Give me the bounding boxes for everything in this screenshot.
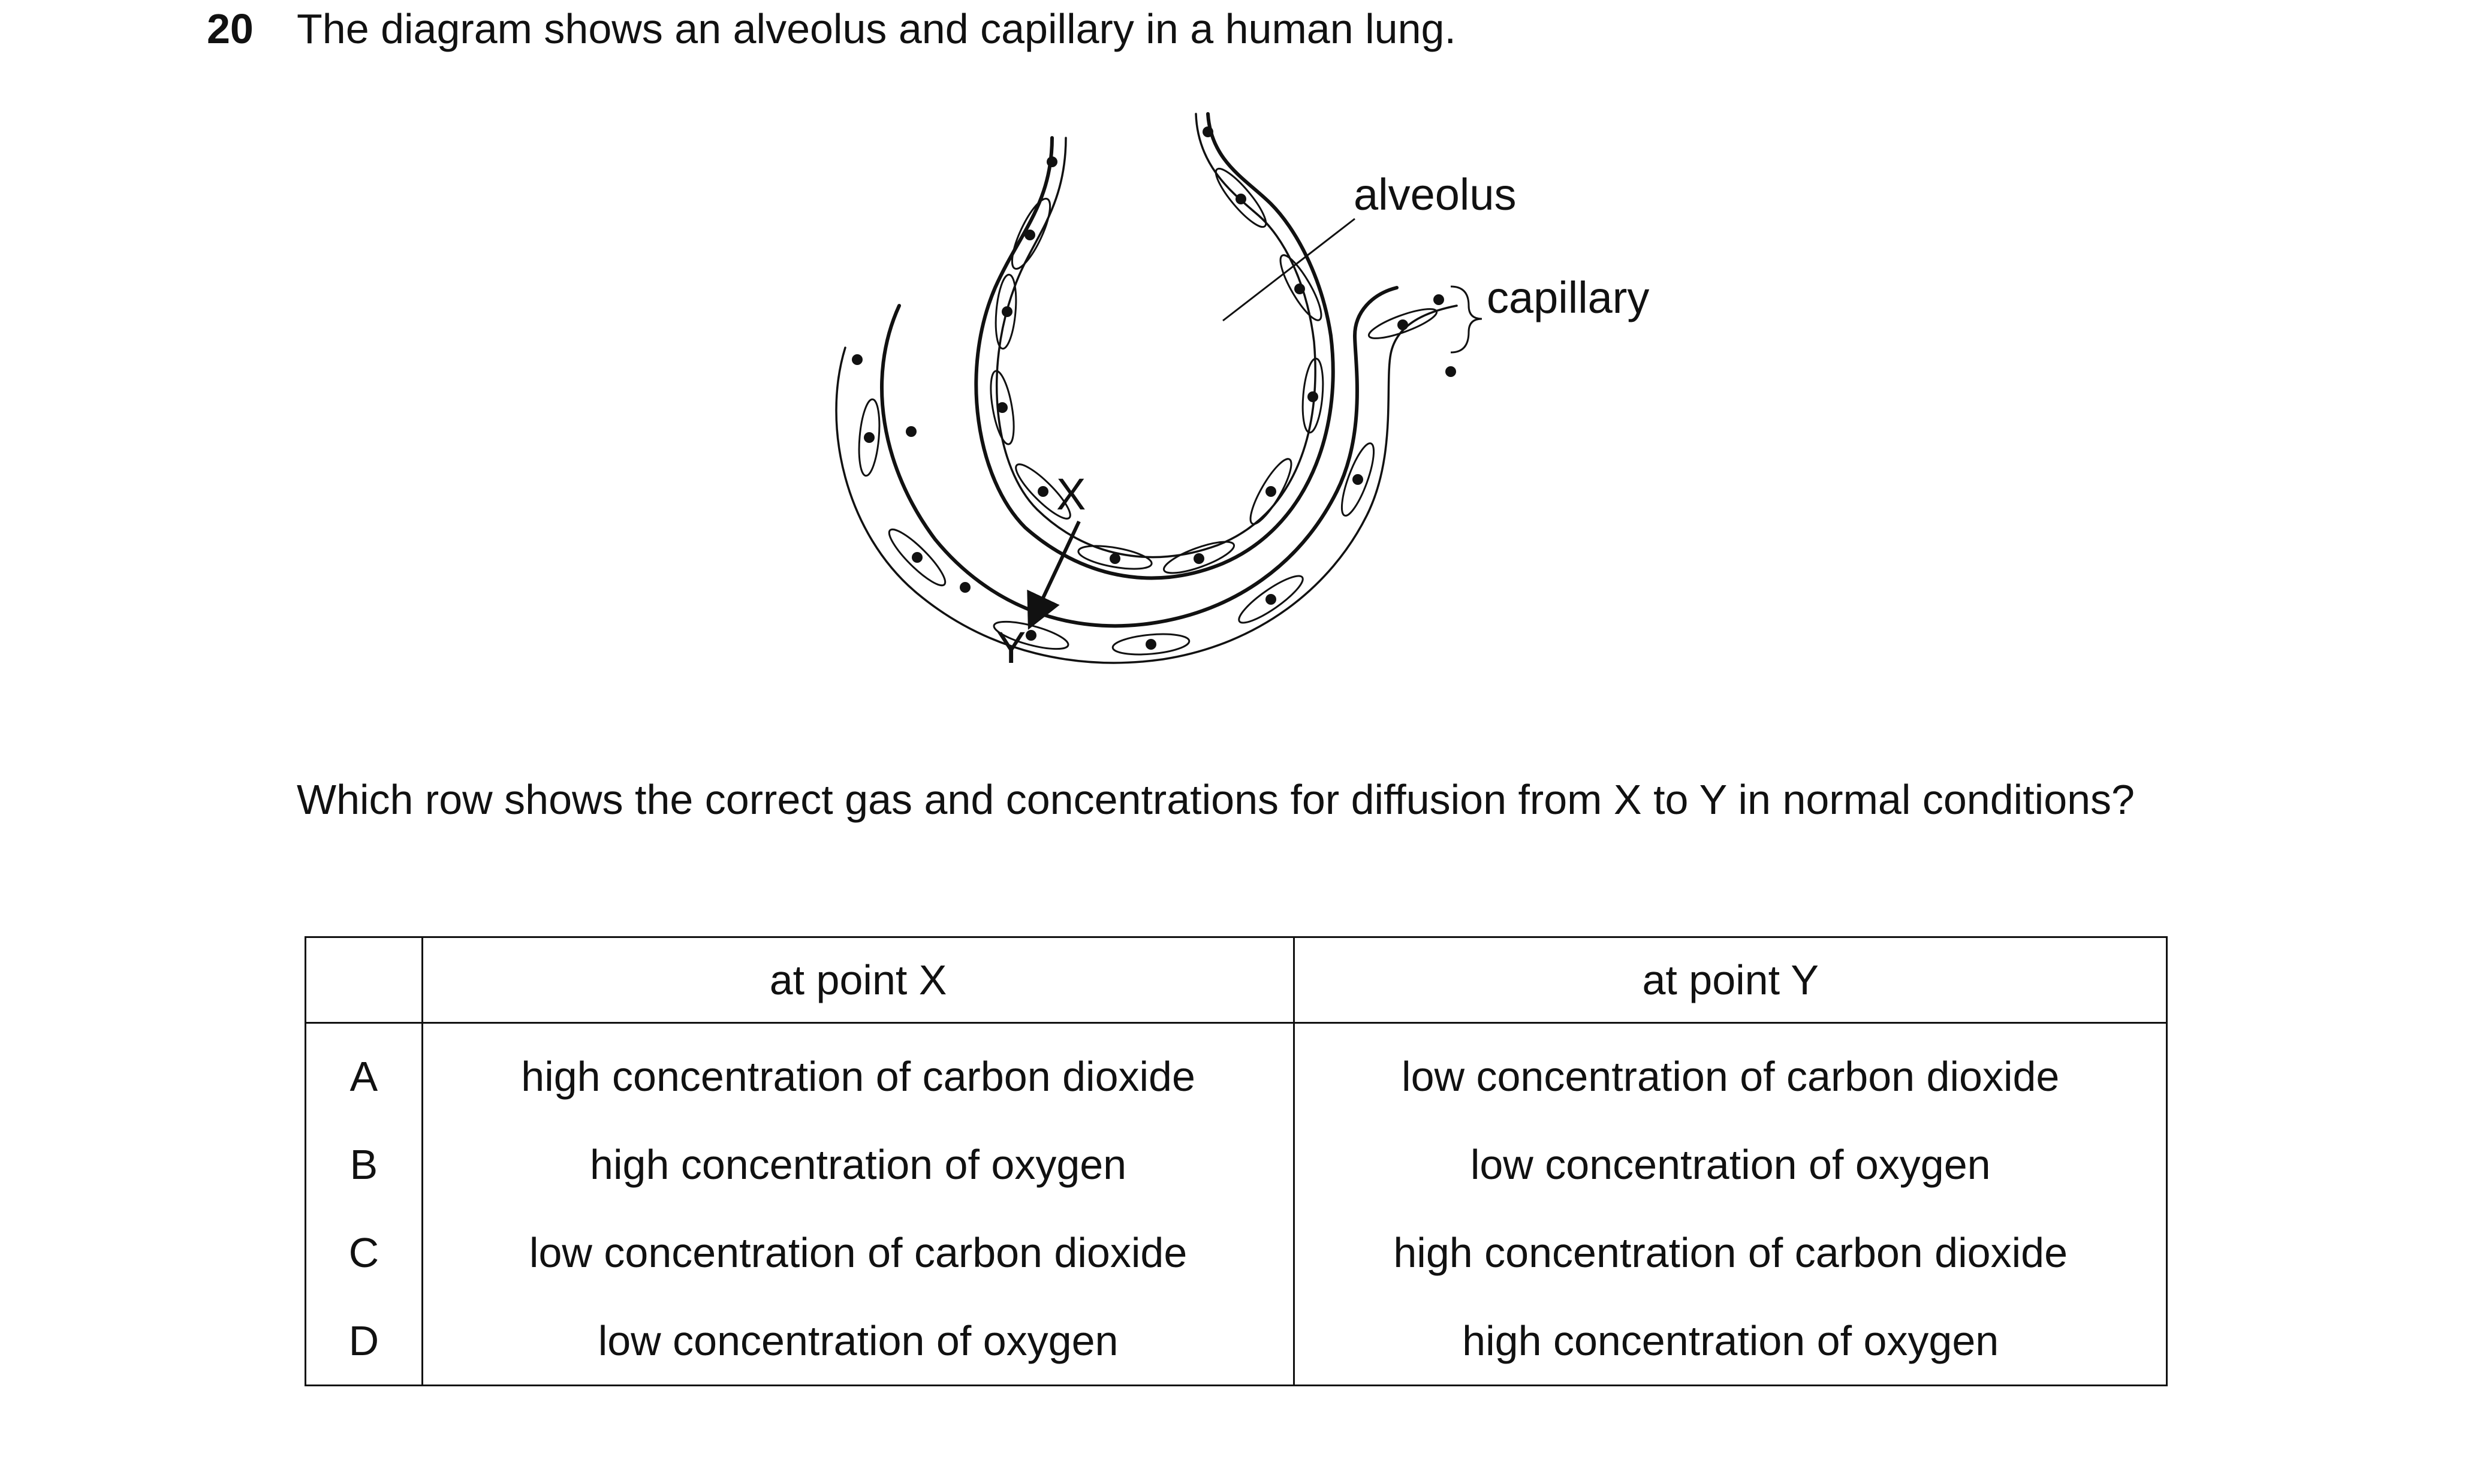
label-alveolus: alveolus xyxy=(1354,170,1517,219)
alveolus-leader-line xyxy=(1222,218,1355,322)
option-a-point-x: high concentration of carbon dioxide xyxy=(421,1022,1295,1120)
option-letter-a[interactable]: A xyxy=(305,1022,423,1120)
table-row[interactable]: D low concentration of oxygen high conce… xyxy=(305,1296,2168,1386)
option-d-point-x: low concentration of oxygen xyxy=(421,1296,1295,1386)
cell-nuclei xyxy=(852,126,1456,650)
option-c-point-y: high concentration of carbon dioxide xyxy=(1293,1208,2168,1296)
table-row[interactable]: A high concentration of carbon dioxide l… xyxy=(305,1022,2168,1120)
alveolus-capillary-diagram: alveolus capillary X Y xyxy=(835,112,1649,672)
capillary-wall-inner xyxy=(880,286,1399,628)
label-y: Y xyxy=(996,623,1026,672)
capillary-brace xyxy=(1450,285,1482,354)
question-text: The diagram shows an alveolus and capill… xyxy=(297,5,1456,52)
diffusion-arrow xyxy=(1027,520,1081,630)
header-point-x: at point X xyxy=(421,936,1295,1024)
table-row[interactable]: C low concentration of carbon dioxide hi… xyxy=(305,1208,2168,1296)
table-row[interactable]: B high concentration of oxygen low conce… xyxy=(305,1120,2168,1208)
table-header-row: at point X at point Y xyxy=(305,936,2168,1024)
header-point-y: at point Y xyxy=(1293,936,2168,1024)
question-number: 20 xyxy=(207,5,254,52)
label-capillary: capillary xyxy=(1487,273,1649,322)
answer-table: at point X at point Y A high concentrati… xyxy=(305,936,2168,1386)
option-a-point-y: low concentration of carbon dioxide xyxy=(1293,1022,2168,1120)
alveolus-wall-outer xyxy=(974,112,1335,580)
option-b-point-x: high concentration of oxygen xyxy=(421,1120,1295,1208)
option-letter-b[interactable]: B xyxy=(305,1120,423,1208)
label-x: X xyxy=(1056,469,1086,519)
header-blank xyxy=(305,936,423,1024)
option-b-point-y: low concentration of oxygen xyxy=(1293,1120,2168,1208)
option-d-point-y: high concentration of oxygen xyxy=(1293,1296,2168,1386)
option-letter-c[interactable]: C xyxy=(305,1208,423,1296)
question-prompt: Which row shows the correct gas and conc… xyxy=(297,776,2135,823)
option-letter-d[interactable]: D xyxy=(305,1296,423,1386)
alveolus-wall-inner xyxy=(995,113,1316,559)
capillary-wall-outer xyxy=(835,304,1458,664)
option-c-point-x: low concentration of carbon dioxide xyxy=(421,1208,1295,1296)
